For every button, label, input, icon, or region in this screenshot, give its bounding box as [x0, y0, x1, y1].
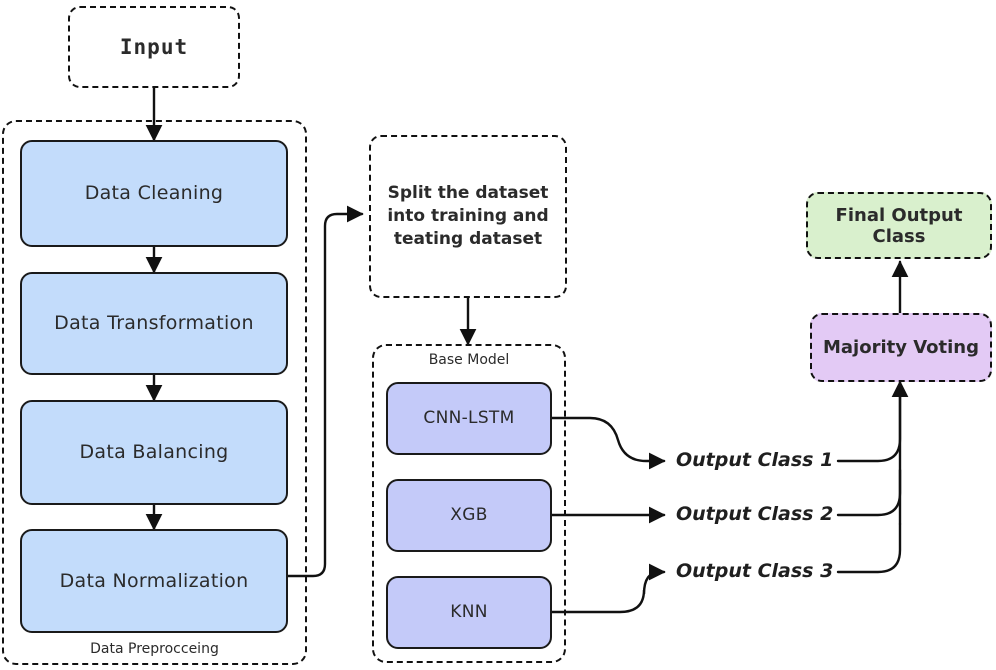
step-data-transformation[interactable]: Data Transformation [20, 272, 288, 375]
data-preprocessing-caption: Data Preprocceing [90, 641, 219, 657]
final-output-class-node[interactable]: Final Output Class [806, 192, 992, 259]
step-data-normalization[interactable]: Data Normalization [20, 529, 288, 633]
majority-voting-label: Majority Voting [822, 337, 980, 358]
step-data-transformation-label: Data Transformation [54, 312, 254, 335]
output-class-1-label: Output Class 1 [676, 449, 834, 471]
output-class-2-label: Output Class 2 [676, 503, 834, 525]
wire-output3-to-bus [836, 522, 902, 574]
model-xgb[interactable]: XGB [386, 479, 552, 552]
split-dataset-node[interactable]: Split the dataset into training and teat… [369, 135, 567, 298]
wire-cnnlstm-to-output1 [550, 416, 666, 470]
wire-knn-to-output3 [550, 563, 666, 614]
step-data-balancing[interactable]: Data Balancing [20, 400, 288, 505]
input-label: Input [119, 35, 189, 59]
output-class-3-label: Output Class 3 [676, 560, 834, 582]
majority-voting-node[interactable]: Majority Voting [810, 313, 992, 382]
step-data-cleaning-label: Data Cleaning [84, 182, 224, 205]
step-data-normalization-label: Data Normalization [59, 569, 249, 592]
model-cnn-lstm-label: CNN-LSTM [423, 408, 515, 429]
model-knn-label: KNN [450, 602, 488, 623]
wire-output1-to-bus [836, 393, 902, 463]
split-line-2: into training and [387, 206, 549, 227]
wire-output2-to-bus [836, 468, 902, 517]
split-line-3: teating dataset [393, 228, 543, 249]
input-node[interactable]: Input [68, 6, 240, 88]
final-output-class-label: Final Output Class [835, 204, 963, 247]
base-model-caption: Base Model [428, 352, 510, 368]
model-knn[interactable]: KNN [386, 576, 552, 649]
split-line-1: Split the dataset [387, 183, 549, 204]
step-data-balancing-label: Data Balancing [79, 441, 229, 464]
model-xgb-label: XGB [450, 505, 488, 526]
model-cnn-lstm[interactable]: CNN-LSTM [386, 382, 552, 455]
step-data-cleaning[interactable]: Data Cleaning [20, 140, 288, 247]
